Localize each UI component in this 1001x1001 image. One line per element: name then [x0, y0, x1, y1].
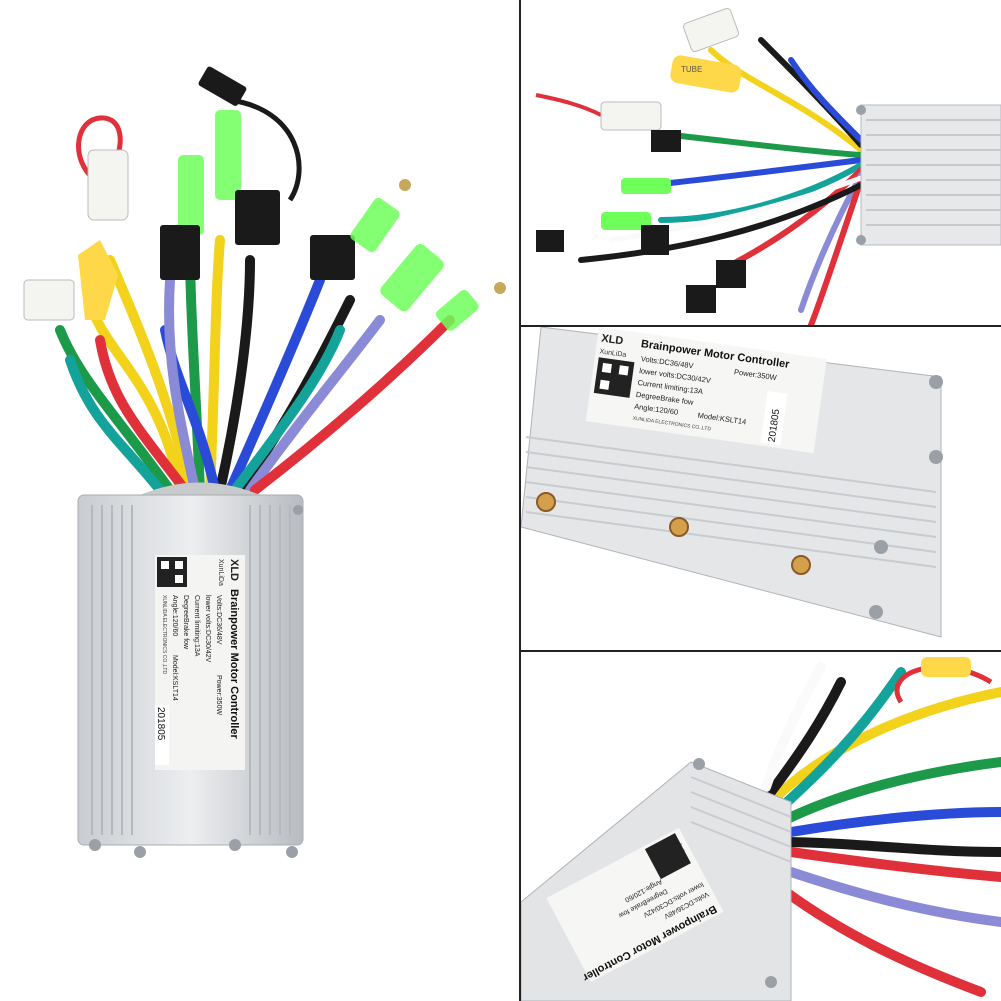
yellow-connector-angled — [921, 657, 971, 677]
white-connector-left — [23, 279, 75, 321]
label-company: XUNLIDA ELECTRONICS CO.,LTD — [161, 595, 167, 674]
vertical-divider — [519, 0, 521, 1001]
connectors — [23, 66, 506, 331]
green-connector-3 — [350, 197, 400, 253]
green-connector-2 — [215, 110, 241, 200]
horizontal-divider-top — [521, 325, 1001, 327]
label-closeup-photo: XLD XunLiDa Brainpower Motor Controller … — [521, 327, 1001, 650]
label-date-code-closeup: 201805 — [767, 408, 783, 443]
qr-code-angled — [644, 833, 691, 880]
green-connector-5 — [436, 289, 479, 331]
harness-connectors: TUBE — [536, 7, 746, 313]
angled-wires — [761, 662, 1001, 997]
screw-terminal-3 — [791, 555, 811, 575]
yellow-connector — [78, 240, 118, 320]
label-angle: Angle:120/60 — [171, 595, 178, 636]
bullet-terminal-1 — [399, 179, 411, 191]
housing-angled-view: Brainpower Motor Controller Volts:DC36/4… — [521, 657, 1001, 1001]
connectors-detail-photo: TUBE — [521, 0, 1001, 325]
brand-mark: XLD — [228, 559, 240, 581]
black-connector-2 — [235, 190, 280, 245]
black-lead-wire — [229, 97, 302, 202]
green-connector-1 — [178, 155, 204, 235]
black-plug-top — [198, 66, 247, 106]
horizontal-divider-bottom — [521, 650, 1001, 652]
screw-terminal-1 — [536, 492, 556, 512]
label-current-limiting: Current limiting:13A — [193, 595, 200, 657]
housing-label-view: XLD XunLiDa Brainpower Motor Controller … — [521, 327, 943, 638]
wire-harness-view: TUBE — [535, 7, 1001, 325]
wire-bundle — [55, 235, 455, 495]
bullet-terminal-2 — [494, 282, 506, 294]
screw-terminal-2 — [669, 517, 689, 537]
label-lower-volts: lower volts:DC30/42V — [204, 595, 211, 663]
main-product-photo: XLD XunLiDa Brainpower Motor Controller … — [23, 66, 506, 858]
label-date-code: 201805 — [155, 707, 166, 741]
white-connector-top — [87, 149, 129, 221]
controller-front-view: XLD XunLiDa Brainpower Motor Controller … — [23, 66, 506, 858]
angled-view-photo: Brainpower Motor Controller Volts:DC36/4… — [521, 652, 1001, 1001]
label-degree-brake: DegreeBrake fow — [182, 595, 189, 650]
label-model: Model:KSLT14 — [171, 655, 178, 701]
spec-label: XLD XunLiDa Brainpower Motor Controller … — [155, 555, 245, 770]
qr-code-closeup — [593, 357, 635, 398]
black-connector-3 — [310, 235, 355, 280]
black-connector-1 — [160, 225, 200, 280]
housing-end — [856, 104, 1001, 246]
label-volts: Volts:DC36/48V — [215, 595, 222, 645]
brand-sub: XunLiDa — [217, 559, 224, 586]
spec-label-closeup: XLD XunLiDa Brainpower Motor Controller … — [585, 327, 827, 454]
green-connector-4 — [380, 244, 444, 312]
brand-mark-closeup: XLD — [601, 333, 625, 348]
harness-wires — [578, 37, 864, 325]
label-title: Brainpower Motor Controller — [228, 589, 240, 739]
label-power: Power:350W — [215, 675, 222, 715]
heatsink-fins — [525, 436, 937, 568]
tube-print: TUBE — [681, 65, 702, 74]
brand-sub-closeup: XunLiDa — [599, 348, 627, 359]
